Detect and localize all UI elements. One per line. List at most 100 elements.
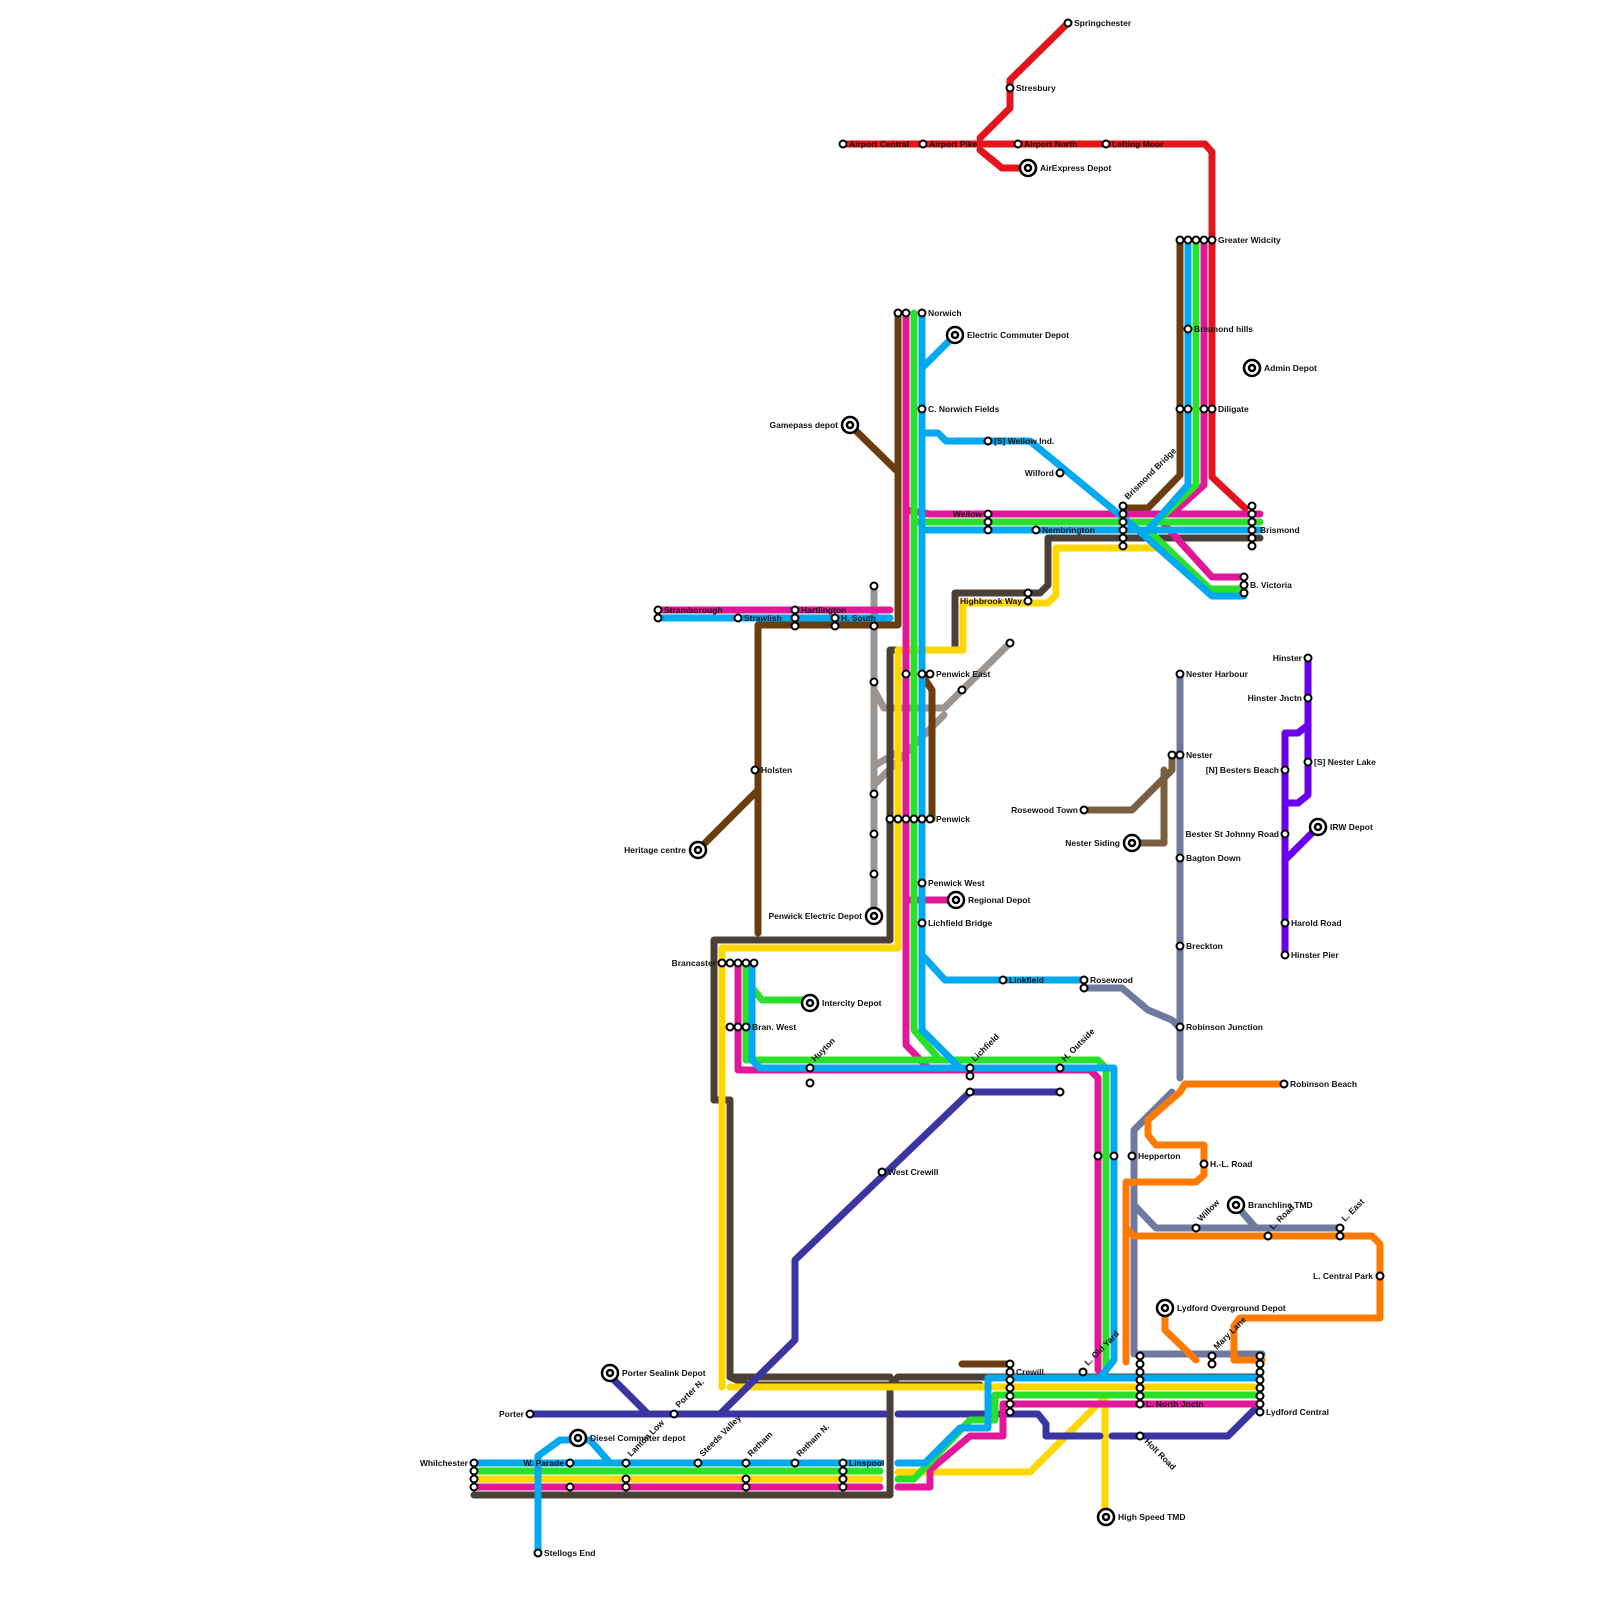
- station-marker[interactable]: [1183, 404, 1193, 414]
- station-marker[interactable]: [1175, 750, 1185, 760]
- station-marker[interactable]: [1239, 588, 1249, 598]
- station-marker[interactable]: [733, 958, 743, 968]
- station-marker[interactable]: [1255, 1399, 1265, 1409]
- depot-icon[interactable]: [1122, 833, 1142, 853]
- station-marker[interactable]: [917, 308, 927, 318]
- station-marker[interactable]: [1135, 1367, 1145, 1377]
- station-marker[interactable]: [869, 621, 879, 631]
- station-marker[interactable]: [1118, 533, 1128, 543]
- station-marker[interactable]: [1255, 1391, 1265, 1401]
- depot-icon[interactable]: [568, 1428, 588, 1448]
- station-marker[interactable]: [1079, 975, 1089, 985]
- station-marker[interactable]: [1335, 1231, 1345, 1241]
- station-marker[interactable]: [1191, 235, 1201, 245]
- station-marker[interactable]: [733, 613, 743, 623]
- depot-icon[interactable]: [800, 993, 820, 1013]
- station-marker[interactable]: [1255, 1351, 1265, 1361]
- station-marker[interactable]: [1247, 501, 1257, 511]
- station-marker[interactable]: [749, 958, 759, 968]
- station-marker[interactable]: [918, 139, 928, 149]
- station-marker[interactable]: [893, 814, 903, 824]
- depot-icon[interactable]: [688, 840, 708, 860]
- station-marker[interactable]: [1175, 1022, 1185, 1032]
- station-marker[interactable]: [1031, 525, 1041, 535]
- station-marker[interactable]: [621, 1482, 631, 1492]
- station-marker[interactable]: [838, 1482, 848, 1492]
- station-marker[interactable]: [1239, 572, 1249, 582]
- station-marker[interactable]: [901, 308, 911, 318]
- station-marker[interactable]: [998, 975, 1008, 985]
- station-marker[interactable]: [1303, 653, 1313, 663]
- station-marker[interactable]: [1005, 1375, 1015, 1385]
- station-marker[interactable]: [1175, 235, 1185, 245]
- station-marker[interactable]: [1175, 404, 1185, 414]
- station-marker[interactable]: [1055, 468, 1065, 478]
- station-marker[interactable]: [1005, 1391, 1015, 1401]
- depot-icon[interactable]: [946, 890, 966, 910]
- station-marker[interactable]: [838, 1474, 848, 1484]
- station-marker[interactable]: [877, 1167, 887, 1177]
- station-marker[interactable]: [901, 814, 911, 824]
- station-marker[interactable]: [1255, 1375, 1265, 1385]
- station-marker[interactable]: [1199, 235, 1209, 245]
- station-marker[interactable]: [925, 669, 935, 679]
- station-marker[interactable]: [838, 139, 848, 149]
- depot-icon[interactable]: [864, 906, 884, 926]
- station-marker[interactable]: [957, 685, 967, 695]
- station-marker[interactable]: [869, 869, 879, 879]
- station-marker[interactable]: [1207, 404, 1217, 414]
- station-marker[interactable]: [1079, 983, 1089, 993]
- station-marker[interactable]: [1063, 18, 1073, 28]
- station-marker[interactable]: [469, 1458, 479, 1468]
- station-marker[interactable]: [1279, 1079, 1289, 1089]
- station-marker[interactable]: [750, 765, 760, 775]
- station-marker[interactable]: [1280, 950, 1290, 960]
- station-marker[interactable]: [741, 1458, 751, 1468]
- station-marker[interactable]: [1078, 1367, 1088, 1377]
- station-marker[interactable]: [790, 605, 800, 615]
- station-marker[interactable]: [1013, 139, 1023, 149]
- station-marker[interactable]: [1247, 509, 1257, 519]
- station-marker[interactable]: [1135, 1383, 1145, 1393]
- station-marker[interactable]: [869, 829, 879, 839]
- station-marker[interactable]: [1199, 1159, 1209, 1169]
- station-marker[interactable]: [917, 814, 927, 824]
- station-marker[interactable]: [1109, 1151, 1119, 1161]
- station-marker[interactable]: [1375, 1271, 1385, 1281]
- station-marker[interactable]: [1005, 638, 1015, 648]
- station-marker[interactable]: [1183, 324, 1193, 334]
- station-marker[interactable]: [1207, 1351, 1217, 1361]
- station-marker[interactable]: [1303, 693, 1313, 703]
- station-marker[interactable]: [983, 509, 993, 519]
- station-marker[interactable]: [790, 613, 800, 623]
- station-marker[interactable]: [917, 918, 927, 928]
- depot-icon[interactable]: [1242, 358, 1262, 378]
- station-marker[interactable]: [1118, 517, 1128, 527]
- station-marker[interactable]: [525, 1409, 535, 1419]
- station-marker[interactable]: [1135, 1399, 1145, 1409]
- station-marker[interactable]: [983, 517, 993, 527]
- station-marker[interactable]: [693, 1458, 703, 1468]
- station-marker[interactable]: [1335, 1223, 1345, 1233]
- station-marker[interactable]: [790, 1458, 800, 1468]
- station-marker[interactable]: [1055, 1063, 1065, 1073]
- station-marker[interactable]: [1247, 525, 1257, 535]
- station-marker[interactable]: [869, 581, 879, 591]
- station-marker[interactable]: [917, 669, 927, 679]
- station-marker[interactable]: [653, 605, 663, 615]
- station-marker[interactable]: [885, 814, 895, 824]
- station-marker[interactable]: [869, 789, 879, 799]
- station-marker[interactable]: [1280, 918, 1290, 928]
- station-marker[interactable]: [469, 1482, 479, 1492]
- station-marker[interactable]: [1280, 765, 1290, 775]
- station-marker[interactable]: [893, 308, 903, 318]
- station-marker[interactable]: [733, 1022, 743, 1032]
- station-marker[interactable]: [983, 436, 993, 446]
- station-marker[interactable]: [741, 1022, 751, 1032]
- station-marker[interactable]: [1135, 1391, 1145, 1401]
- station-marker[interactable]: [1005, 1399, 1015, 1409]
- station-marker[interactable]: [1005, 1359, 1015, 1369]
- depot-icon[interactable]: [945, 325, 965, 345]
- depot-icon[interactable]: [1018, 158, 1038, 178]
- station-marker[interactable]: [1255, 1407, 1265, 1417]
